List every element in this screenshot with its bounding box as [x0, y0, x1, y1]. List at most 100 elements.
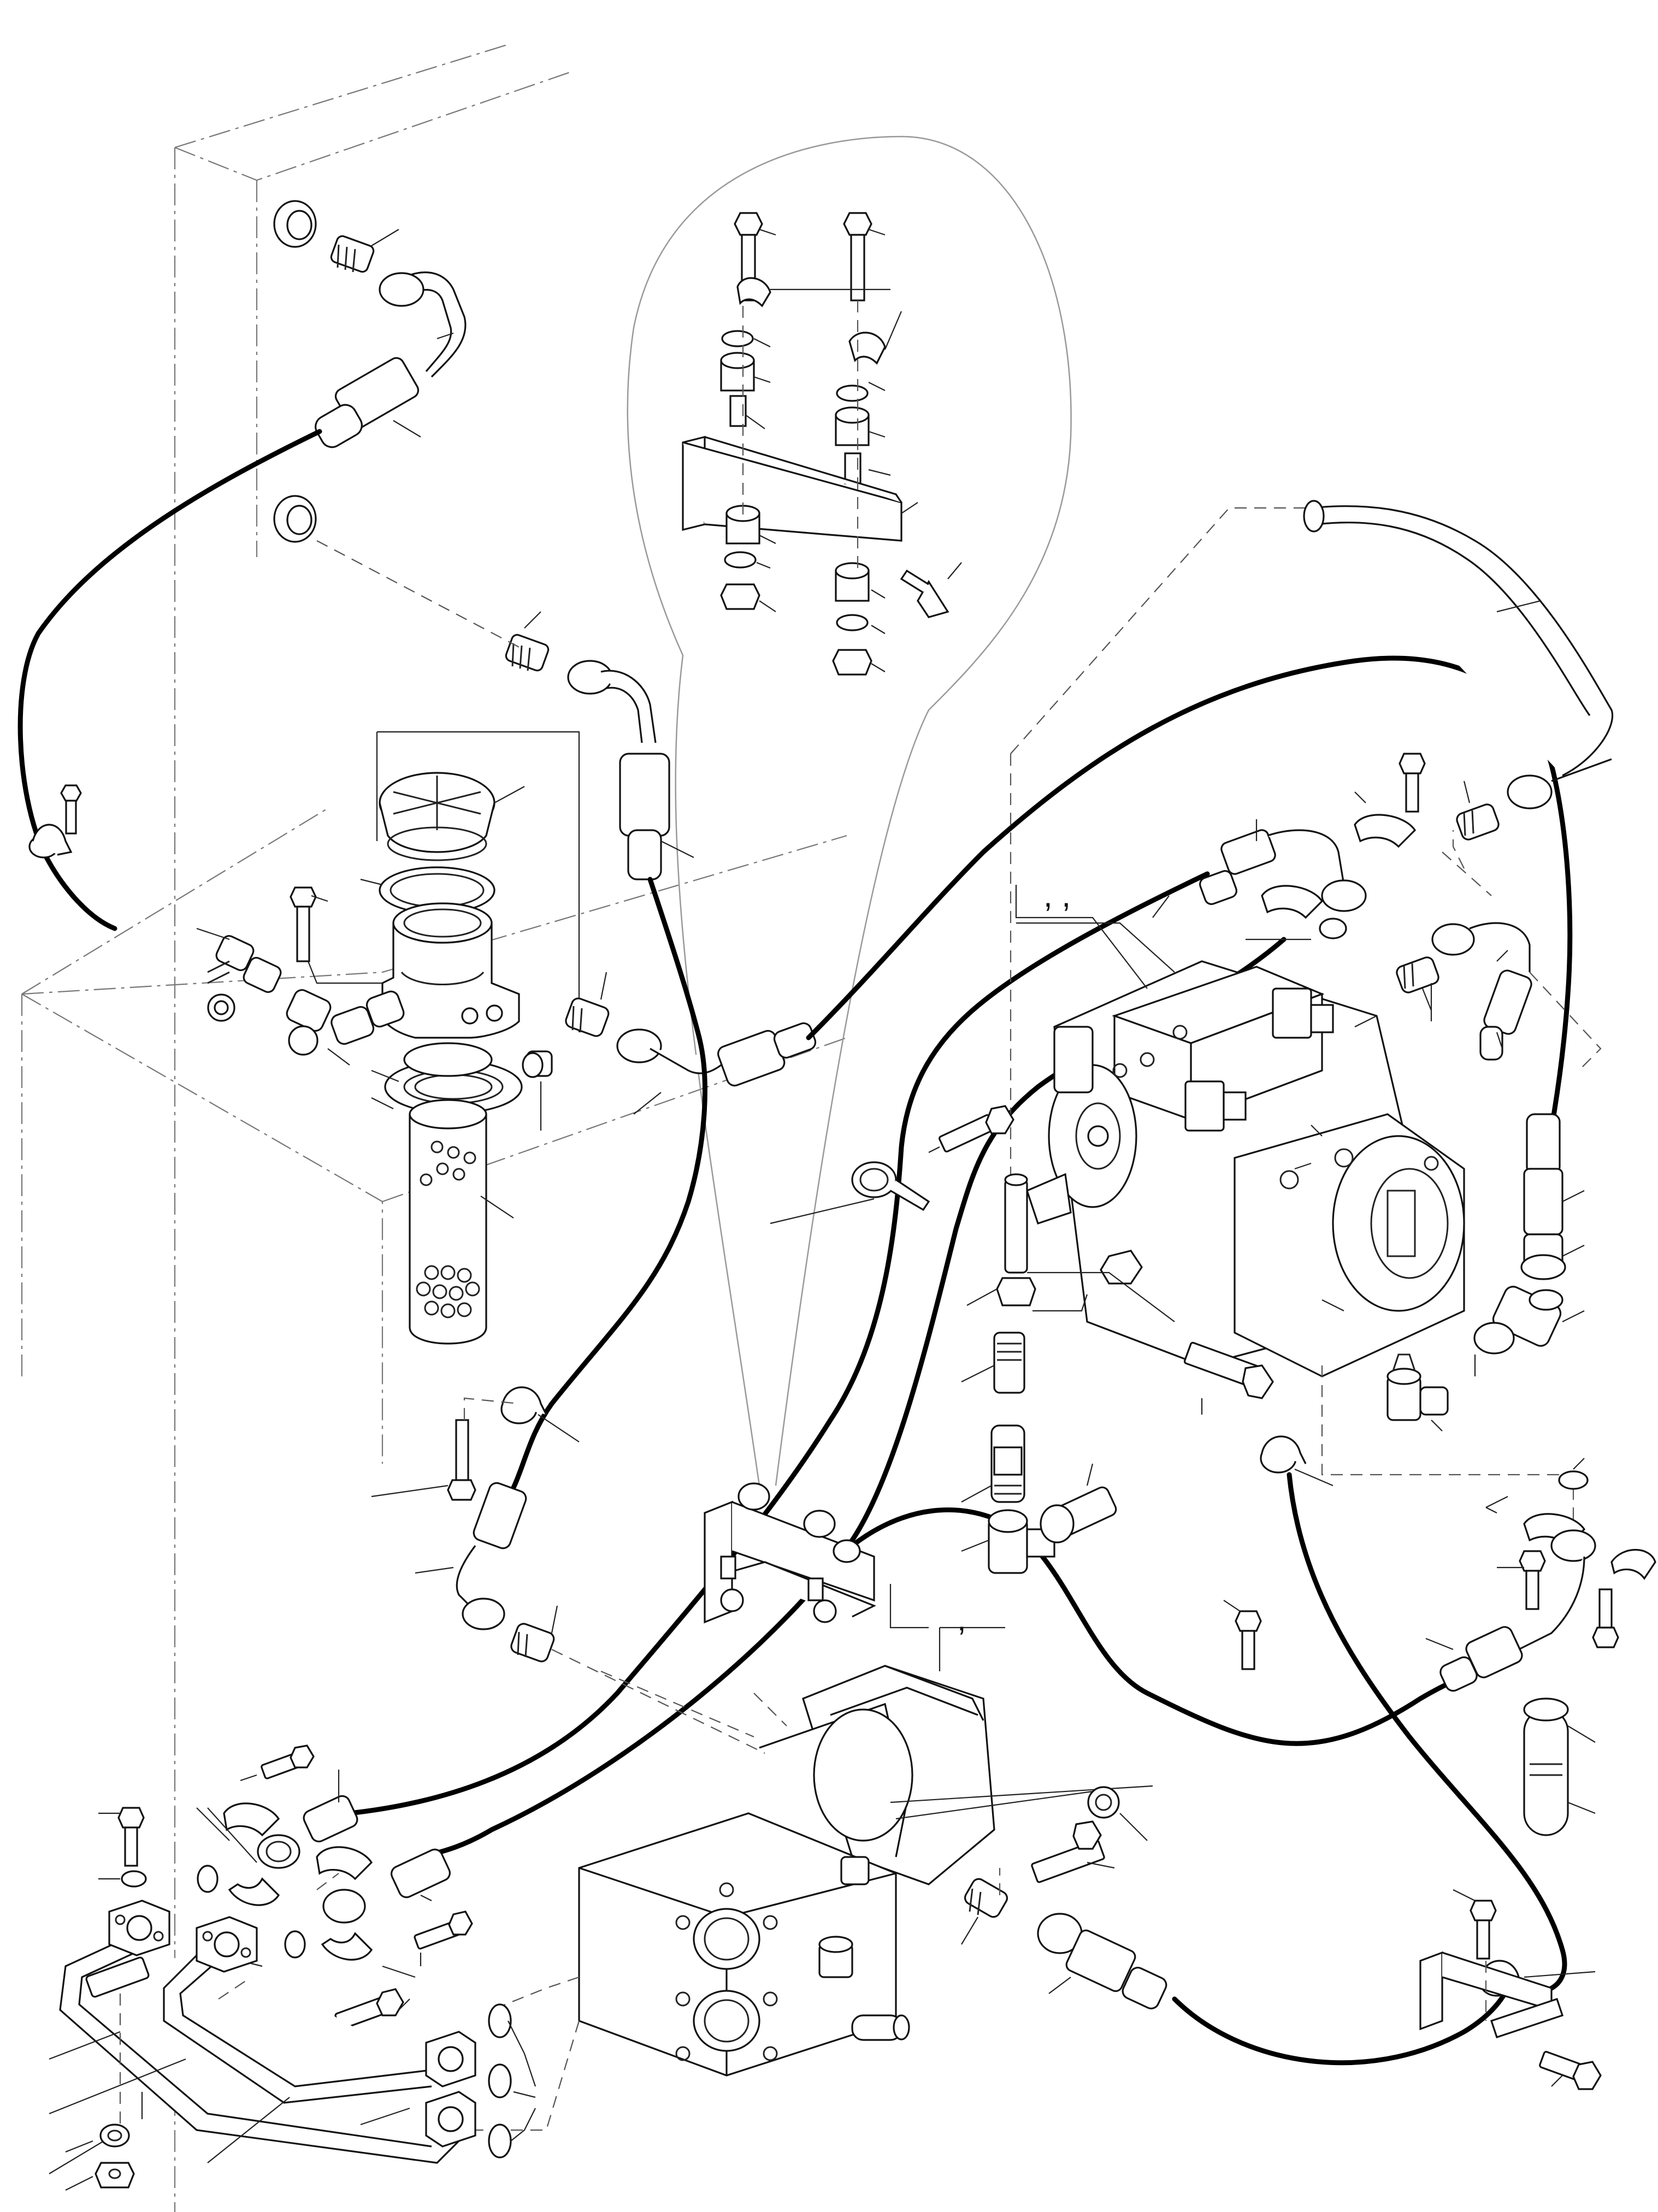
- filter-housing: [381, 902, 520, 1039]
- union-fitting-icon: [1040, 1486, 1117, 1543]
- bolt-icon: [1539, 2051, 1602, 2090]
- hose-clamp-icon: [1260, 1435, 1307, 1474]
- bolt-icon: [939, 1105, 1014, 1153]
- o-ring-icon: [1558, 1470, 1589, 1490]
- straight-fitting-icon: [510, 1623, 555, 1663]
- nut-icon: [832, 649, 872, 676]
- o-ring-icon: [488, 2003, 512, 2158]
- hose-end-fitting: [1520, 1113, 1566, 1280]
- bolt-icon: [1519, 1550, 1546, 1610]
- balloon-hardware: [682, 212, 962, 676]
- hose-clamp-icon: [28, 784, 82, 859]
- rubber-mount-icon: [720, 352, 755, 392]
- plug-fitting-icon: [840, 1856, 870, 1885]
- clamp-half-icon: [1610, 1549, 1656, 1580]
- flange-icon: [196, 1916, 258, 1973]
- clamp-half-icon: [321, 1932, 373, 1961]
- bolt-icon: [447, 1419, 476, 1501]
- flange-icon: [425, 2091, 476, 2148]
- straight-fitting-icon: [1396, 956, 1439, 993]
- bolt-icon: [117, 1807, 145, 1867]
- pipe-elbow: [616, 1022, 817, 1087]
- bolt-icon: [1592, 1588, 1619, 1648]
- rubber-mount-icon: [835, 406, 870, 446]
- tube-fitting-stack: [996, 1173, 1036, 1306]
- pipe-elbow: [1439, 1529, 1596, 1692]
- hose-right-drain: [1287, 1472, 1567, 1995]
- clamp-half-icon: [316, 1846, 373, 1880]
- bolt-icon: [334, 1988, 404, 2030]
- bolt-icon: [1399, 753, 1426, 813]
- hose-clamp-bracket: [704, 1482, 876, 1624]
- bolt-icon: [1470, 1900, 1497, 1960]
- hose-lower-loop: [849, 1507, 1494, 1746]
- flange-icon: [425, 2031, 476, 2087]
- hose-motor-lower: [1172, 1985, 1511, 2066]
- hydraulic-hoses: [17, 429, 1573, 2066]
- relief-valve-icon: [818, 1936, 910, 2041]
- clamp-half-icon: [1354, 814, 1417, 848]
- pipe-elbow: [1507, 758, 1612, 809]
- washer-icon: [121, 1870, 147, 1888]
- bolt-icon: [900, 569, 949, 618]
- solenoid-valve-icon: [1272, 987, 1334, 1039]
- tank-port-upper: [273, 200, 317, 248]
- flange-icon: [108, 1900, 170, 1956]
- hose-end-fitting: [456, 1482, 527, 1630]
- bolt-icon: [290, 886, 317, 962]
- hose-clamp-icon: [851, 1161, 930, 1211]
- o-ring-icon: [1319, 918, 1347, 939]
- pipe-elbow: [567, 660, 670, 880]
- washer-icon: [721, 330, 754, 347]
- protective-sleeve: [1523, 1698, 1569, 1836]
- solenoid-valve-icon: [1184, 1080, 1247, 1132]
- hose-main-pressure: [806, 655, 1573, 1204]
- straight-fitting-icon: [565, 997, 610, 1037]
- clamp-half-icon: [223, 1802, 280, 1837]
- pipe-clamp-block: [85, 1956, 150, 1998]
- washer-icon: [99, 2124, 130, 2148]
- o-ring-icon: [284, 1930, 306, 1959]
- hydraulic-motor: [578, 1665, 995, 2077]
- tee-fitting-icon: [1386, 1353, 1449, 1421]
- bolt-icon: [414, 1911, 473, 1950]
- hose-end-fitting: [322, 1848, 451, 1924]
- bolt-icon: [1031, 1820, 1105, 1883]
- pump-callout-label: , ,: [1043, 877, 1071, 914]
- washer-icon: [836, 614, 869, 631]
- motor-callout-label: ,: [957, 1601, 966, 1637]
- bolt-icon: [843, 212, 872, 301]
- hose-end-fitting: [1037, 1913, 1167, 2009]
- pipe-loop: [59, 1900, 476, 2164]
- nut-icon: [95, 2162, 135, 2189]
- bolt-icon: [1183, 1341, 1274, 1399]
- o-ring-icon: [403, 1042, 493, 1077]
- pipe-elbow: [1199, 829, 1367, 912]
- tank-port-lower: [273, 495, 317, 543]
- washer-icon: [836, 385, 869, 402]
- hose-clamp-icon: [500, 1386, 547, 1424]
- bolt-icon: [1235, 1610, 1262, 1670]
- hydraulic-pump: [1026, 960, 1465, 1377]
- clamp-half-icon: [1261, 885, 1324, 919]
- nut-icon: [720, 583, 760, 610]
- pipe-elbow: [1431, 922, 1532, 1061]
- rubber-mount-icon: [835, 562, 870, 602]
- bolt-icon: [261, 1744, 315, 1779]
- clamp-half-icon: [228, 1877, 280, 1906]
- hose-suction: [500, 877, 707, 1510]
- pump-callout: , ,: [1016, 877, 1175, 973]
- hose-clamp-bracket: [1419, 1951, 1564, 2039]
- bracket-icon: [682, 435, 902, 542]
- hose-return-left: [17, 429, 322, 931]
- elbow-fitting-icon: [1473, 1286, 1563, 1355]
- straight-fitting-icon: [993, 1332, 1025, 1394]
- washer-icon: [724, 551, 757, 569]
- straight-fitting-icon: [964, 1878, 1008, 1918]
- straight-fitting-icon: [1456, 803, 1500, 841]
- hose-pump-left: [347, 871, 1210, 1816]
- o-ring-icon: [197, 1865, 219, 1893]
- pipe-elbow: [315, 271, 467, 448]
- filter-element: [409, 1099, 487, 1345]
